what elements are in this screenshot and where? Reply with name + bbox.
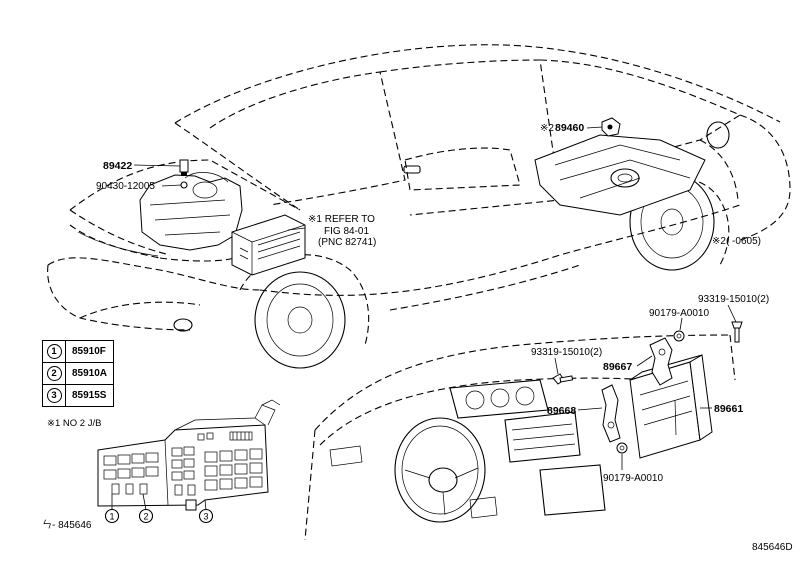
label-90179-top: 90179-A0010 xyxy=(649,308,709,319)
fuse-grid-left xyxy=(103,452,159,495)
fuse-grid-middle xyxy=(171,446,196,496)
fuse-grid-right xyxy=(204,448,263,491)
relay-box-engine-room xyxy=(231,214,306,276)
bracket-89667 xyxy=(649,337,673,386)
table-row: 3 85915S xyxy=(42,384,115,407)
callout-labels: 89422 90430-12005 ※1 REFER TO FIG 84-01 … xyxy=(96,122,769,484)
label-90430-12005: 90430-12005 xyxy=(96,181,155,192)
row-number: 1 xyxy=(46,344,62,359)
part-reference-table: 1 85910F 2 85910A 3 85915S xyxy=(42,340,115,407)
bracket-89668 xyxy=(601,384,621,443)
label-89460-mark: ※2 xyxy=(540,123,554,134)
jb-callout-2: 2 xyxy=(143,512,148,522)
label-89460: 89460 xyxy=(555,122,584,134)
label-93319-right: 93319-15010(2) xyxy=(698,294,769,305)
jb-callout-1: 1 xyxy=(109,512,114,522)
footer-left-ref: ㄣ- 845646 xyxy=(42,519,92,531)
junction-box-callouts: 1 2 3 xyxy=(104,493,214,524)
row-number: 2 xyxy=(46,366,62,381)
instrument-panel xyxy=(304,334,736,541)
label-refer-line3: (PNC 82741) xyxy=(318,237,376,248)
nuts-and-bolts xyxy=(552,321,743,454)
table-note: ※1 NO 2 J/B xyxy=(47,418,102,429)
row-number: 3 xyxy=(46,388,62,403)
footer-right-ref: 845646D xyxy=(752,542,793,553)
table-row: 2 85910A xyxy=(42,362,115,385)
row-part: 85910F xyxy=(64,340,115,363)
label-93319-left: 93319-15010(2) xyxy=(531,347,602,358)
leader-lines xyxy=(133,126,737,470)
jb-callout-3: 3 xyxy=(203,512,208,522)
ecu-89661 xyxy=(629,354,713,459)
label-89661: 89661 xyxy=(714,403,743,415)
row-part: 85915S xyxy=(64,384,115,407)
engine-assembly xyxy=(139,172,243,251)
note-2: ※2( -0605) xyxy=(712,236,761,247)
label-89422: 89422 xyxy=(103,160,132,172)
table-row: 1 85910F xyxy=(42,340,115,363)
label-89667: 89667 xyxy=(603,361,632,373)
row-part: 85910A xyxy=(64,362,115,385)
junction-box xyxy=(97,399,281,511)
label-90179-bottom: 90179-A0010 xyxy=(603,473,663,484)
rear-floor-assembly xyxy=(534,117,706,216)
label-refer-line2: FIG 84-01 xyxy=(324,226,369,237)
fuse-grid-top xyxy=(197,431,253,441)
label-refer-line1: ※1 REFER TO xyxy=(308,214,375,225)
label-89668: 89668 xyxy=(547,405,576,417)
